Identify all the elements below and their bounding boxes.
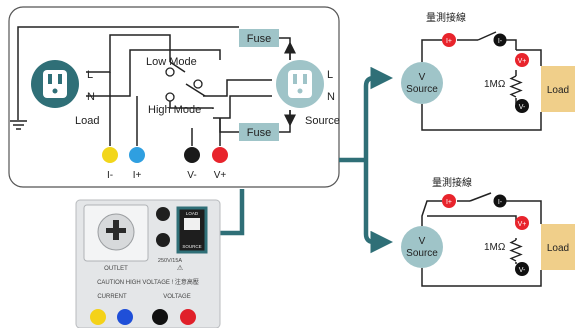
probe-i-minus-top [493,33,507,47]
tester-device: OUTLET LOAD SOURCE 250V/15A ⚠ CAUTION HI… [75,199,221,328]
switch-top-label: LOAD [186,211,199,216]
outlet-label: OUTLET [104,266,128,272]
switch-contact-common [193,79,203,89]
probe-v-minus-top [515,99,529,113]
probe-i-minus-bottom [493,194,507,208]
circuit-bottom: V Source I+ I- V+ V- 量測接線 1MΩ Load [401,176,575,287]
device-jack-black [152,309,168,325]
terminal-i-minus [102,147,118,163]
arrow-to-top-circuit [363,66,393,160]
probe-v-minus-top-label: V- [519,104,526,111]
fuse-bottom-label: Fuse [247,127,271,139]
circuit-bottom-title: 量測接線 [432,176,472,189]
device-jack-yellow [90,309,106,325]
probe-i-minus-bottom-label: I- [498,199,503,206]
probe-i-minus-top-label: I- [498,38,503,45]
v-source-top-label-2: Source [406,84,438,95]
fuse-holder-bottom [156,233,170,247]
fuse-holder-top [156,207,170,221]
probe-i-plus-top-label: I+ [446,38,452,45]
low-mode-label: Low Mode [146,56,197,68]
probe-i-plus-bottom-label: I+ [446,199,452,206]
rating-label: 250V/15A [158,258,182,264]
device-jack-blue [117,309,133,325]
probe-v-minus-bottom-label: V- [519,267,526,274]
source-N-label: N [327,91,335,103]
terminal-v-minus [184,147,200,163]
load-box-top-label: Load [547,85,569,96]
probe-v-minus-bottom [515,262,529,276]
probe-v-plus-top [515,53,529,67]
v-source-bottom-label-1: V [419,236,426,247]
circuit-top-title: 量測接線 [426,11,466,24]
current-label: CURRENT [97,294,127,300]
terminal-label-i-minus: I- [107,170,113,181]
terminal-label-v-plus: V+ [214,170,227,181]
v-source-bottom [401,226,443,268]
warning-triangle-icon: ⚠ [177,264,184,272]
load-L-label: L [87,69,93,81]
source-socket-icon [276,60,324,108]
terminal-label-i-plus: I+ [133,170,142,181]
source-label: Source [305,115,340,127]
load-box-bottom-label: Load [547,243,569,254]
probe-v-plus-top-label: V+ [518,58,527,65]
load-N-label: N [87,91,95,103]
fuse-top-label: Fuse [247,33,271,45]
fuse-top [239,29,279,47]
fuse-bottom [239,123,279,141]
v-source-bottom-label-2: Source [406,248,438,259]
switch-contact-low [165,67,175,77]
terminal-v-plus [212,147,228,163]
high-mode-label: High Mode [148,104,201,116]
circuit-top: V Source I+ I- V+ V- 量測接線 1MΩ Load [401,11,575,131]
warning-label: CAUTION HIGH VOLTAGE ! 注意高壓 [97,278,199,286]
arrow-to-bottom-circuit [363,160,393,254]
load-box-top [541,66,575,112]
probe-i-plus-bottom [442,194,456,208]
wiring-panel: Fuse Fuse Low Mode High Mode L N Load L [8,6,340,188]
resistor-symbol-top [509,75,523,98]
ground-icon [10,120,27,130]
v-source-top [401,62,443,104]
switch-bottom-label: SOURCE [182,244,201,249]
resistor-bottom-label: 1MΩ [484,242,506,253]
device-jack-red [180,309,196,325]
load-socket-icon [31,60,79,108]
probe-v-plus-bottom [515,216,529,230]
resistor-top-label: 1MΩ [484,79,506,90]
terminal-label-v-minus: V- [187,170,196,181]
probe-i-plus-top [442,33,456,47]
v-source-top-label-1: V [419,72,426,83]
terminal-i-plus [129,147,145,163]
load-box-bottom [541,224,575,270]
probe-v-plus-bottom-label: V+ [518,221,527,228]
switch-contact-high [165,92,175,102]
load-label: Load [75,115,99,127]
resistor-symbol-bottom [509,239,523,262]
voltage-label: VOLTAGE [163,294,190,300]
source-L-label: L [327,69,333,81]
